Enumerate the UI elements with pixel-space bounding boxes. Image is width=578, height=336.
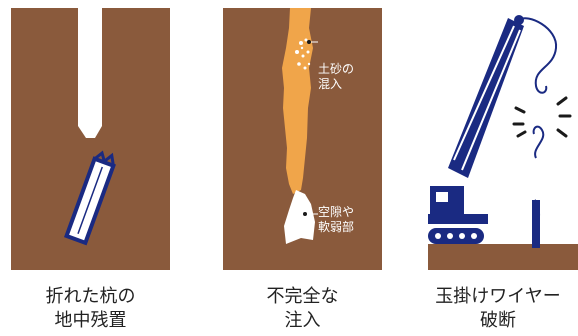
voids-weak-label: 空隙や 軟弱部 — [318, 205, 354, 235]
incomplete-injection-caption-line2: 注入 — [284, 310, 321, 331]
broken-pile-illustration — [63, 8, 116, 246]
soil-mixing-label-line2: 混入 — [318, 77, 343, 91]
void-marker — [303, 212, 307, 216]
soil-dots — [295, 38, 311, 70]
pile — [532, 200, 540, 248]
incomplete-injection-caption-line1: 不完全な — [266, 286, 339, 307]
sling-wire-break-caption-line2: 破断 — [480, 310, 516, 331]
grout-column-illustration — [282, 8, 318, 244]
broken-pile — [63, 150, 116, 246]
broken-pile-caption-line1: 折れた杭の — [45, 286, 136, 307]
broken-pile-panel — [11, 8, 170, 270]
incomplete-injection-caption: 不完全な 注入 — [223, 285, 382, 333]
incomplete-injection-panel — [223, 8, 382, 270]
crane-body — [428, 214, 488, 224]
crane-illustration — [428, 8, 578, 248]
broken-wire-upper — [518, 17, 558, 94]
broken-pile-caption-line2: 地中残置 — [54, 310, 127, 331]
broken-pile-caption: 折れた杭の 地中残置 — [11, 285, 170, 333]
voids-weak-label-line1: 空隙や — [318, 205, 355, 219]
soil-mixing-label-line1: 土砂の — [318, 62, 355, 76]
crane-track — [428, 228, 484, 244]
snap-marks — [512, 96, 572, 138]
sling-wire-break-caption: 玉掛けワイヤー 破断 — [418, 285, 578, 333]
crane-boom — [448, 18, 524, 178]
grout-column — [282, 8, 313, 194]
voids-weak-label-line2: 軟弱部 — [318, 220, 355, 234]
sling-wire-break-panel — [428, 8, 578, 270]
void-area — [284, 190, 315, 244]
sling-wire-break-caption-line1: 玉掛けワイヤー — [435, 286, 561, 307]
soil-mixing-label: 土砂の 混入 — [318, 62, 354, 92]
broken-wire-lower — [532, 125, 545, 159]
borehole — [78, 8, 102, 138]
soil-marker — [307, 40, 311, 44]
